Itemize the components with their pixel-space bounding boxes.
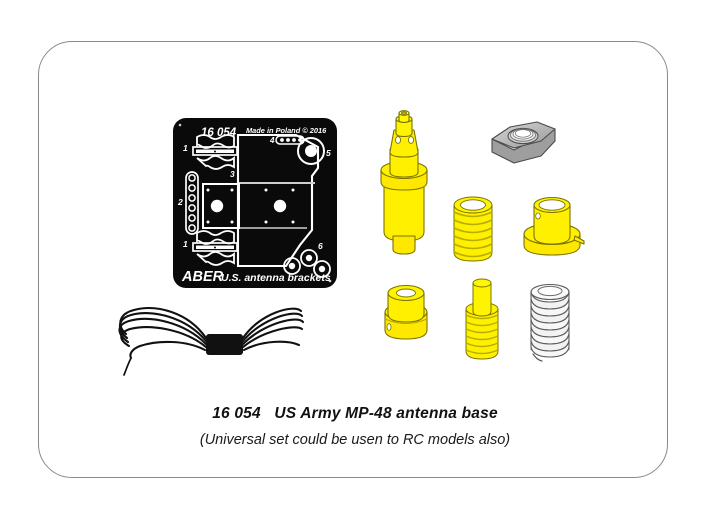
fret-number-1-bottom: 1 xyxy=(183,239,188,249)
caption-subtitle: (Universal set could be usen to RC model… xyxy=(199,432,511,448)
fret-number-4: 4 xyxy=(269,136,275,145)
fret-number-1-top: 1 xyxy=(183,143,188,153)
part-antenna-base-body xyxy=(380,110,428,255)
part-collar-ring xyxy=(384,284,428,340)
part-wire-coil xyxy=(118,307,305,376)
sheet-border xyxy=(38,41,668,478)
part-threaded-post xyxy=(465,278,499,360)
part-hex-nut xyxy=(491,121,556,164)
caption-title: 16 054 US Army MP-48 antenna base xyxy=(212,405,498,422)
fret-origin: Made in Poland © 2016 xyxy=(246,126,327,135)
part-flanged-socket xyxy=(523,196,585,256)
part-coil-spring xyxy=(530,283,570,362)
fret-description: U.S. antenna brackets xyxy=(221,272,331,284)
fret-code: 16 054 xyxy=(201,127,237,139)
fret-brand: ABER xyxy=(181,269,224,285)
fret-number-2: 2 xyxy=(177,197,183,207)
fret-number-3: 3 xyxy=(230,169,235,179)
caption: 16 054 US Army MP-48 antenna base (Unive… xyxy=(0,404,710,450)
fret-number-5: 5 xyxy=(326,148,331,158)
fret-number-6: 6 xyxy=(318,241,323,251)
photo-etch-fret: 16 054 Made in Poland © 2016 ABER U.S. a… xyxy=(173,118,337,288)
part-threaded-sleeve xyxy=(453,196,493,262)
